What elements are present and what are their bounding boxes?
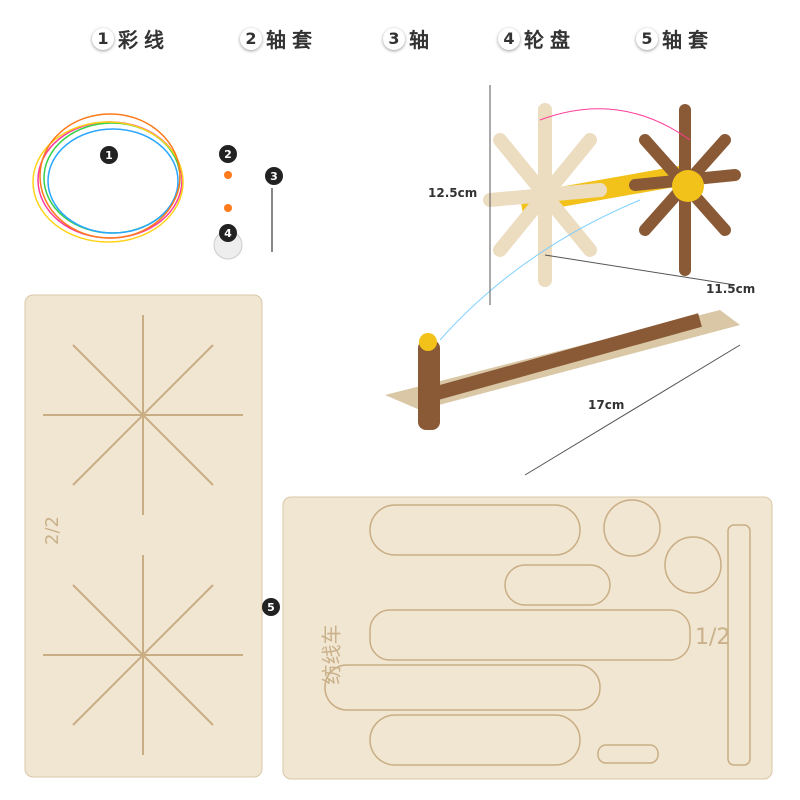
rainbow-thread	[32, 113, 184, 243]
marker-3: 3	[265, 167, 283, 185]
wood-board-2	[282, 496, 773, 780]
dimension-length: 17cm	[588, 398, 625, 412]
part-cutouts	[324, 499, 751, 766]
marker-5: 5	[262, 598, 280, 616]
marker-2: 2	[219, 145, 237, 163]
dimension-height: 12.5cm	[428, 186, 478, 200]
wheel-cutouts	[43, 315, 243, 755]
legend-label: 轴	[409, 28, 435, 52]
sleeve-bead	[224, 204, 232, 212]
assembled-spinning-wheel	[385, 103, 741, 430]
dimension-lines	[489, 85, 741, 476]
sleeve-bead	[224, 171, 232, 179]
legend-number: 1	[92, 27, 114, 50]
board-2-name-engraving: 纺线车	[319, 624, 344, 685]
board-1-page-engraving: 2/2	[41, 516, 63, 545]
legend-label: 轮盘	[524, 28, 576, 52]
marker-1: 1	[100, 146, 118, 164]
legend-label: 彩线	[118, 28, 170, 52]
legend-label: 轴套	[662, 28, 714, 52]
board-2-page-engraving: 1/2	[695, 625, 731, 650]
dimension-depth: 11.5cm	[706, 282, 756, 296]
legend-number: 5	[636, 27, 658, 50]
legend-label: 轴套	[266, 28, 318, 52]
legend-number: 2	[240, 27, 262, 50]
legend-number: 3	[383, 27, 405, 50]
marker-4: 4	[219, 224, 237, 242]
legend-number: 4	[498, 27, 520, 50]
